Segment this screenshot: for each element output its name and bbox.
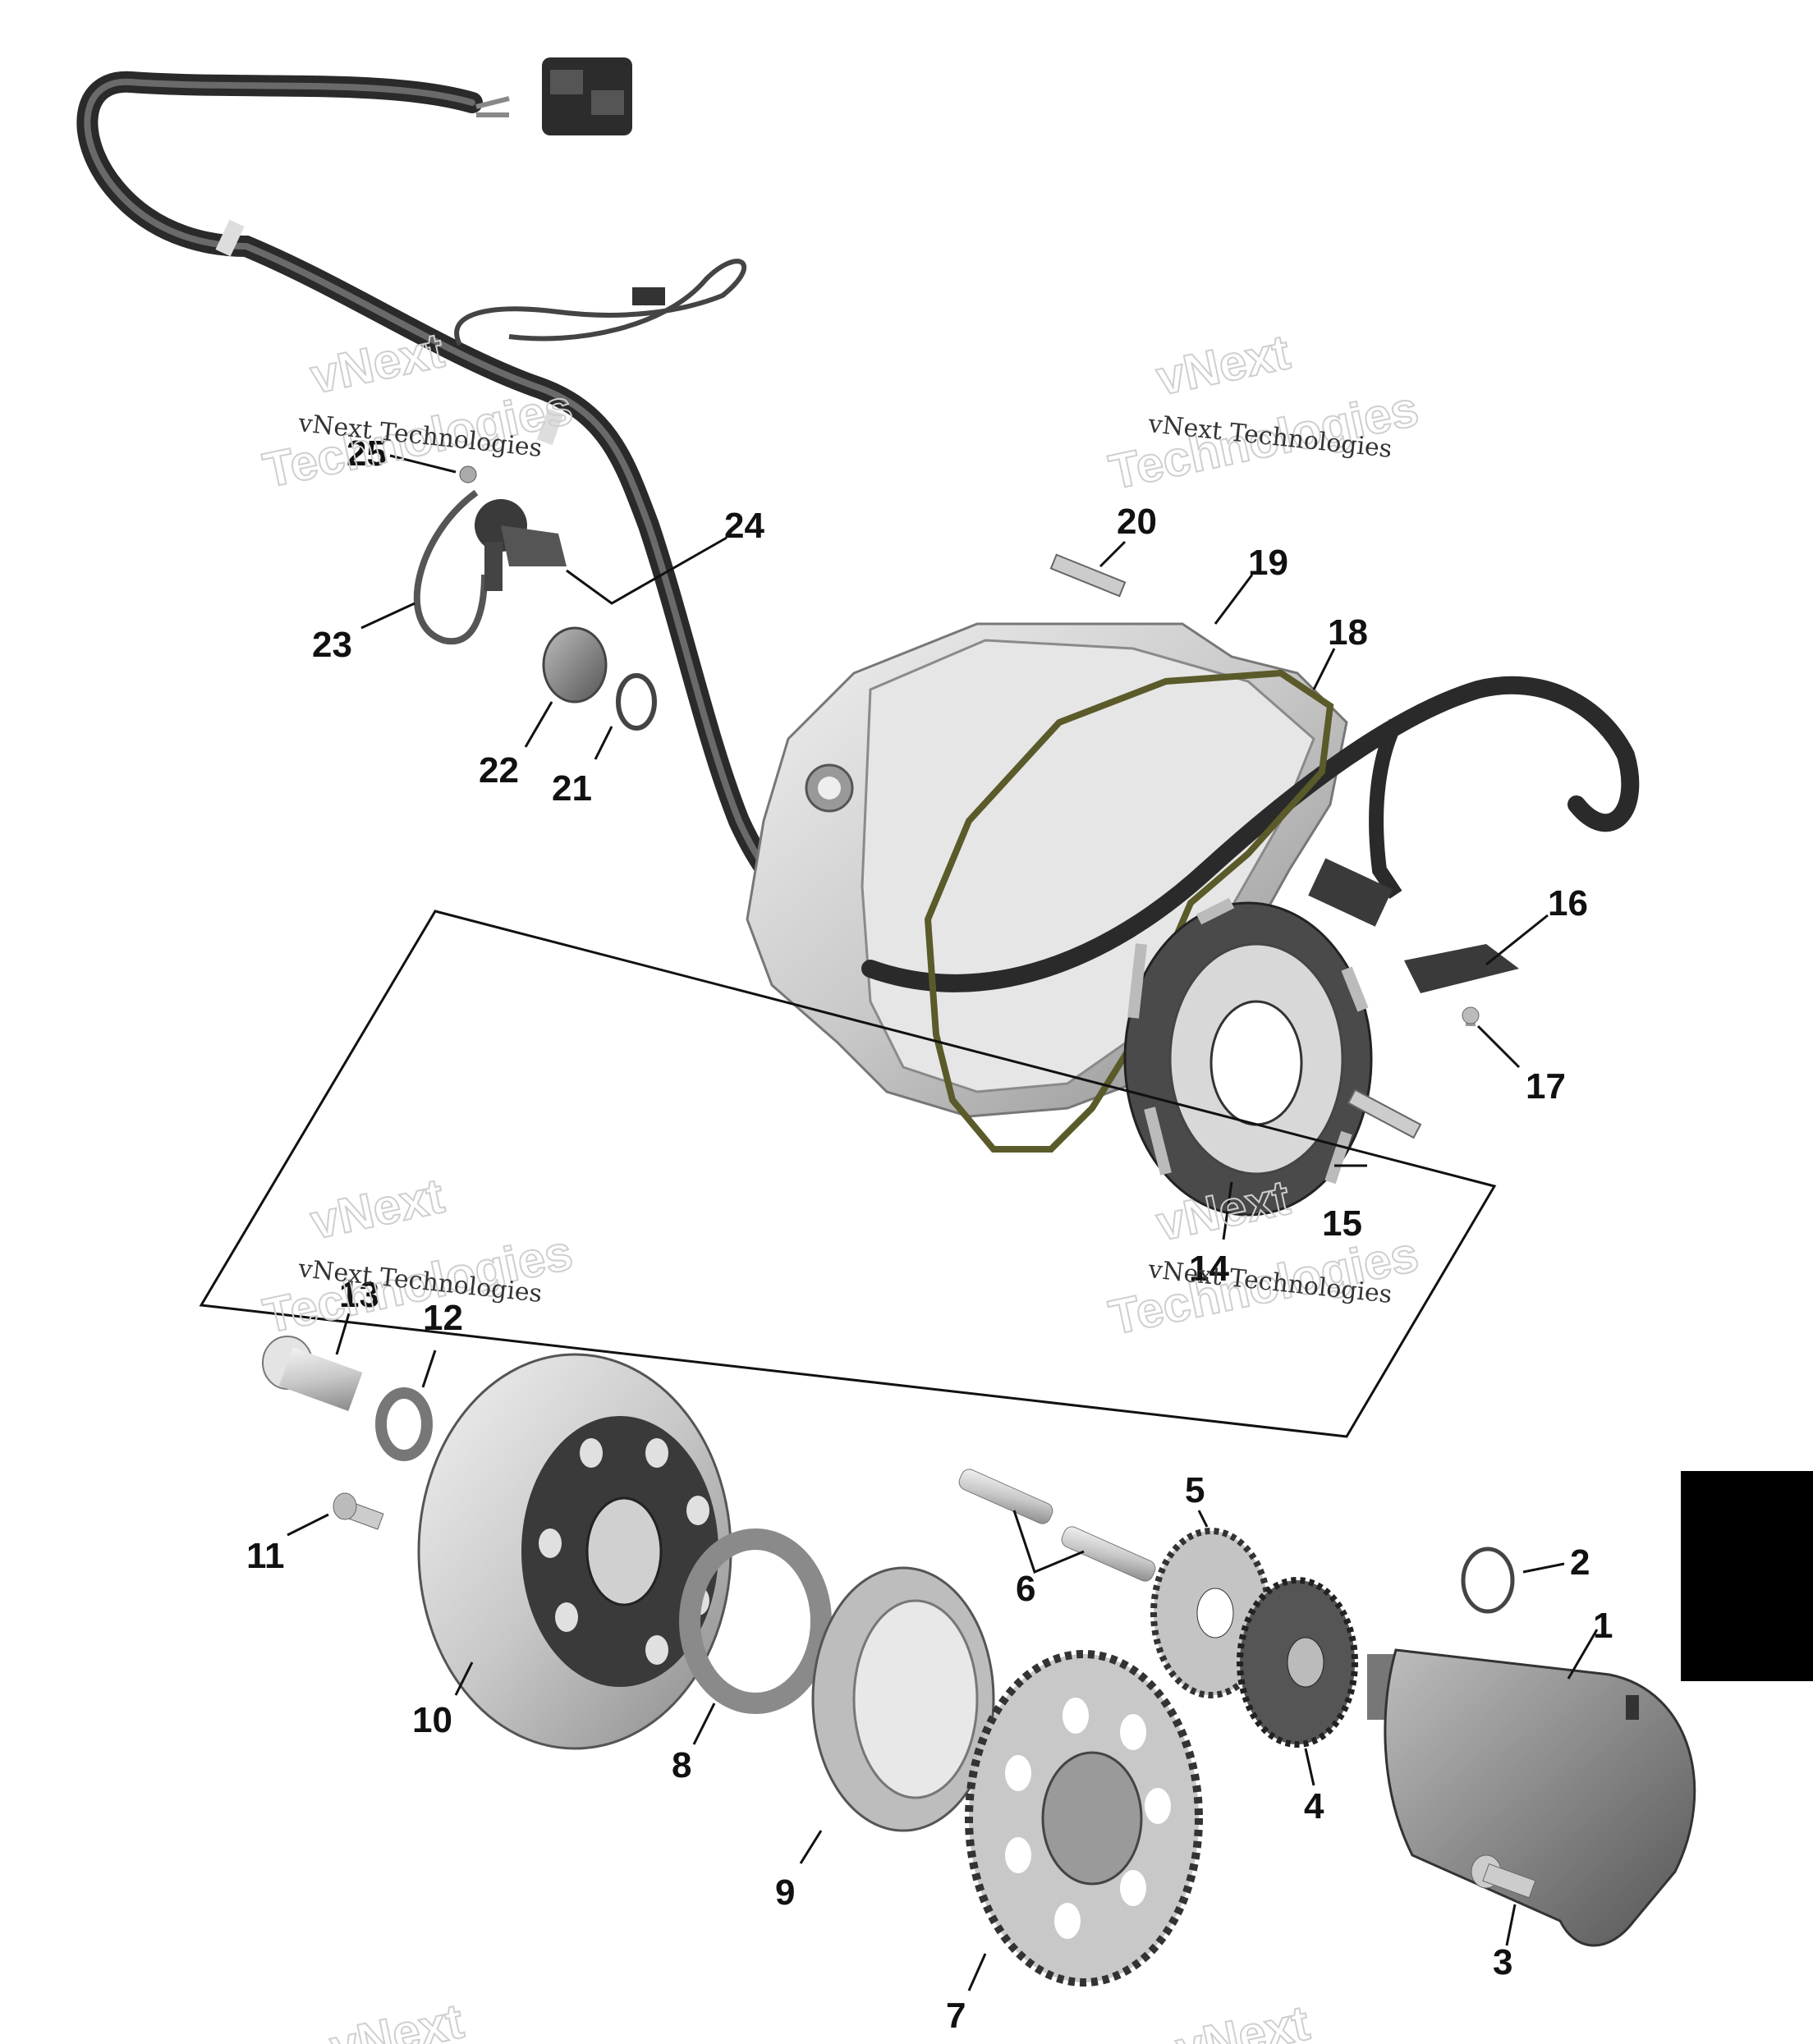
- callout-25: 25: [347, 433, 387, 474]
- callout-10: 10: [412, 1700, 452, 1740]
- callout-3: 3: [1493, 1942, 1512, 1982]
- callout-20: 20: [1117, 502, 1157, 542]
- watermark-top-right: vNext Technologies vNext Technologies: [1104, 323, 1424, 501]
- speed-sensor: [413, 489, 567, 645]
- svg-text:vNext: vNext: [1152, 324, 1295, 406]
- cover-gasket: [924, 669, 1334, 1153]
- wire-clip: [1404, 944, 1519, 993]
- callout-23: 23: [312, 625, 352, 665]
- callout-2: 2: [1570, 1542, 1590, 1583]
- watermark-bottom-left: vNext: [324, 1992, 469, 2044]
- sensor-screw: [459, 465, 477, 484]
- callout-15: 15: [1322, 1203, 1362, 1244]
- callout-11: 11: [246, 1536, 285, 1576]
- clip-screw: [1462, 1006, 1480, 1026]
- starter-o-ring: [1461, 1547, 1515, 1614]
- stator-bolt: [1347, 1088, 1422, 1139]
- starter-motor: [1367, 1648, 1696, 1947]
- callout-labels: 1 2 3 4 5 6 7 8 9 10 11 12 13 14 15 16 1…: [246, 433, 1613, 2036]
- section-tab: [1681, 1471, 1813, 1681]
- svg-text:vNext: vNext: [1171, 1995, 1314, 2044]
- callout-21: 21: [552, 768, 592, 809]
- callout-6: 6: [1016, 1569, 1035, 1609]
- callout-13: 13: [339, 1275, 379, 1315]
- clutch-plate: [811, 1566, 995, 1832]
- flywheel-washer: [375, 1387, 433, 1461]
- starter-bolt: [1471, 1854, 1536, 1899]
- callout-4: 4: [1304, 1786, 1324, 1826]
- idler-shaft-upper: [958, 1469, 1053, 1524]
- watermark-mid-left: vNext Technologies vNext Technologies: [258, 1167, 578, 1345]
- o-ring-small: [616, 673, 657, 731]
- cover-bolt: [1049, 553, 1127, 598]
- shaft-seal: [542, 626, 608, 703]
- starter-gear: [965, 1650, 1203, 1987]
- idler-shaft-lower: [1061, 1526, 1156, 1582]
- callout-12: 12: [423, 1298, 463, 1338]
- callout-19: 19: [1248, 543, 1288, 583]
- trigger-screw: [333, 1492, 384, 1530]
- svg-text:vNext: vNext: [305, 1168, 448, 1250]
- watermark-mid-right: vNext Technologies vNext Technologies: [1104, 1169, 1424, 1346]
- callout-1: 1: [1593, 1606, 1613, 1646]
- callout-22: 22: [479, 750, 519, 791]
- flywheel: [417, 1353, 732, 1750]
- callout-14: 14: [1189, 1249, 1229, 1289]
- callout-18: 18: [1328, 612, 1368, 653]
- svg-text:vNext: vNext: [325, 1993, 468, 2044]
- watermark-top-left: vNext Technologies vNext Technologies: [258, 322, 578, 499]
- idler-gear: [1237, 1577, 1358, 1748]
- group-frame: [199, 910, 1497, 1438]
- callout-5: 5: [1185, 1470, 1205, 1510]
- callout-8: 8: [672, 1745, 691, 1785]
- callout-9: 9: [775, 1872, 795, 1913]
- callout-24: 24: [724, 506, 764, 546]
- callout-16: 16: [1548, 883, 1588, 923]
- callout-17: 17: [1526, 1066, 1566, 1107]
- watermark-bottom-right: vNext: [1170, 1994, 1315, 2044]
- leader-lines: [287, 454, 1599, 1991]
- flywheel-bolt: [262, 1336, 363, 1411]
- callout-7: 7: [946, 1996, 966, 2036]
- stator: [1123, 897, 1373, 1217]
- svg-text:vNext: vNext: [305, 323, 448, 405]
- sprag-bearing: [679, 1528, 832, 1714]
- wiring-harness: [76, 57, 939, 979]
